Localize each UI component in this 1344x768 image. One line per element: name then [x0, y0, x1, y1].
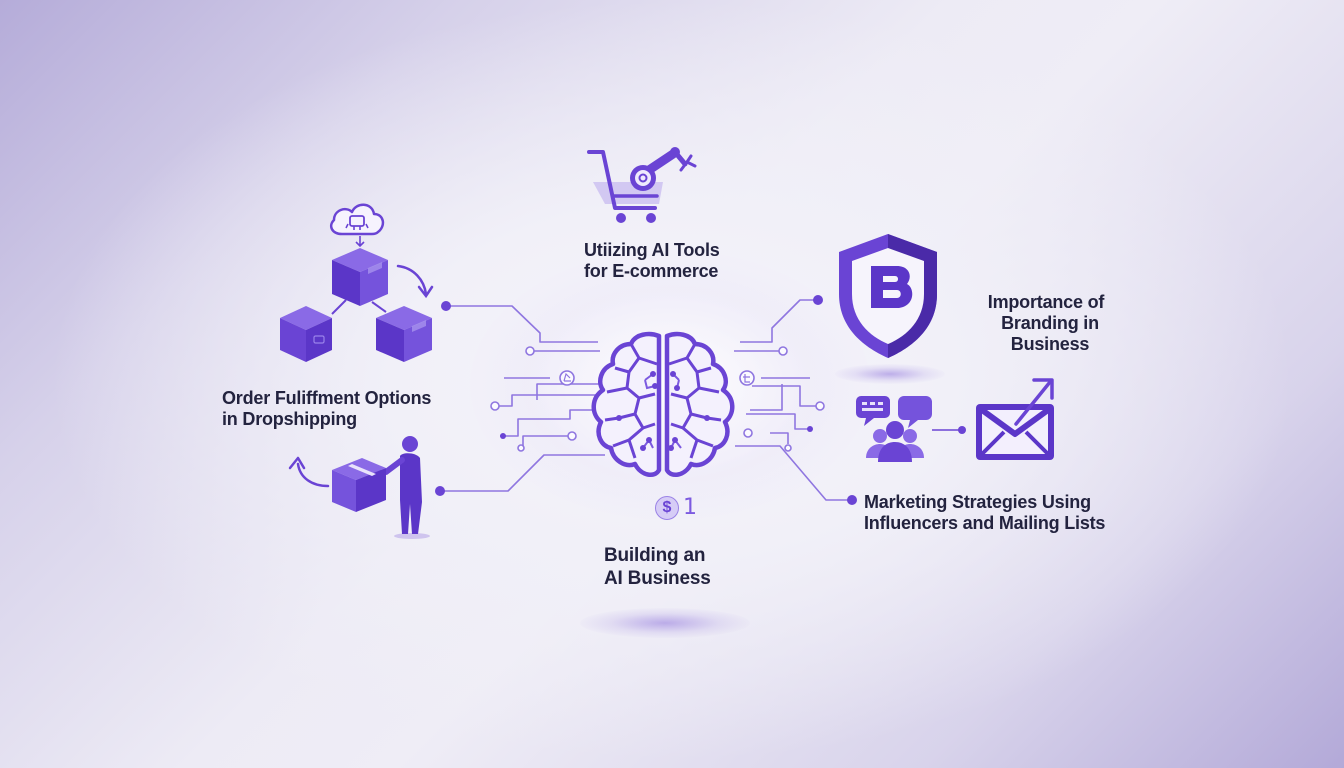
topic-marketing-line2: Influencers and Mailing Lists — [864, 513, 1106, 533]
person-carrying-box-icon — [288, 436, 430, 539]
topic-marketing-label: Marketing Strategies Using Influencers a… — [864, 492, 1134, 534]
topic-branding-line3: Business — [1010, 334, 1090, 354]
badge-number: 1 — [683, 495, 697, 520]
center-title-line1: Building an — [604, 545, 706, 566]
shield-shadow — [835, 364, 945, 384]
shield-letter-b-icon — [839, 234, 937, 358]
topic-branding-label: Importance of Branding in Business — [980, 292, 1120, 355]
topic-branding-line1: Importance of — [987, 292, 1105, 312]
topic-fulfillment-label: Order Fuliffment Options in Dropshipping — [222, 388, 472, 430]
connector-people-mail — [932, 426, 966, 434]
shopping-cart-robot-arm-icon — [587, 147, 697, 223]
mail-send-icon — [976, 378, 1054, 460]
influencers-chat-icon — [856, 396, 932, 462]
center-title: Building an AI Business — [604, 544, 744, 590]
topic-fulfillment-line1: Order Fuliffment Options — [222, 388, 432, 408]
dollar-coin-icon: $ — [655, 496, 679, 520]
coin-badge: $ 1 — [655, 495, 705, 522]
brain-circuit-icon — [591, 331, 735, 478]
topic-fulfillment-line2: in Dropshipping — [222, 409, 357, 429]
center-shadow — [580, 608, 750, 638]
topic-marketing-line1: Marketing Strategies Using — [864, 492, 1091, 512]
center-title-line2: AI Business — [604, 568, 711, 589]
topic-ai-tools-line1: Utiizing AI Tools — [584, 240, 720, 260]
topic-branding-line2: Branding in — [1001, 313, 1099, 333]
topic-ai-tools-label: Utiizing AI Tools for E-commerce — [584, 240, 744, 282]
boxes-cloud-robot-icon — [280, 203, 434, 362]
topic-ai-tools-line2: for E-commerce — [584, 261, 719, 281]
